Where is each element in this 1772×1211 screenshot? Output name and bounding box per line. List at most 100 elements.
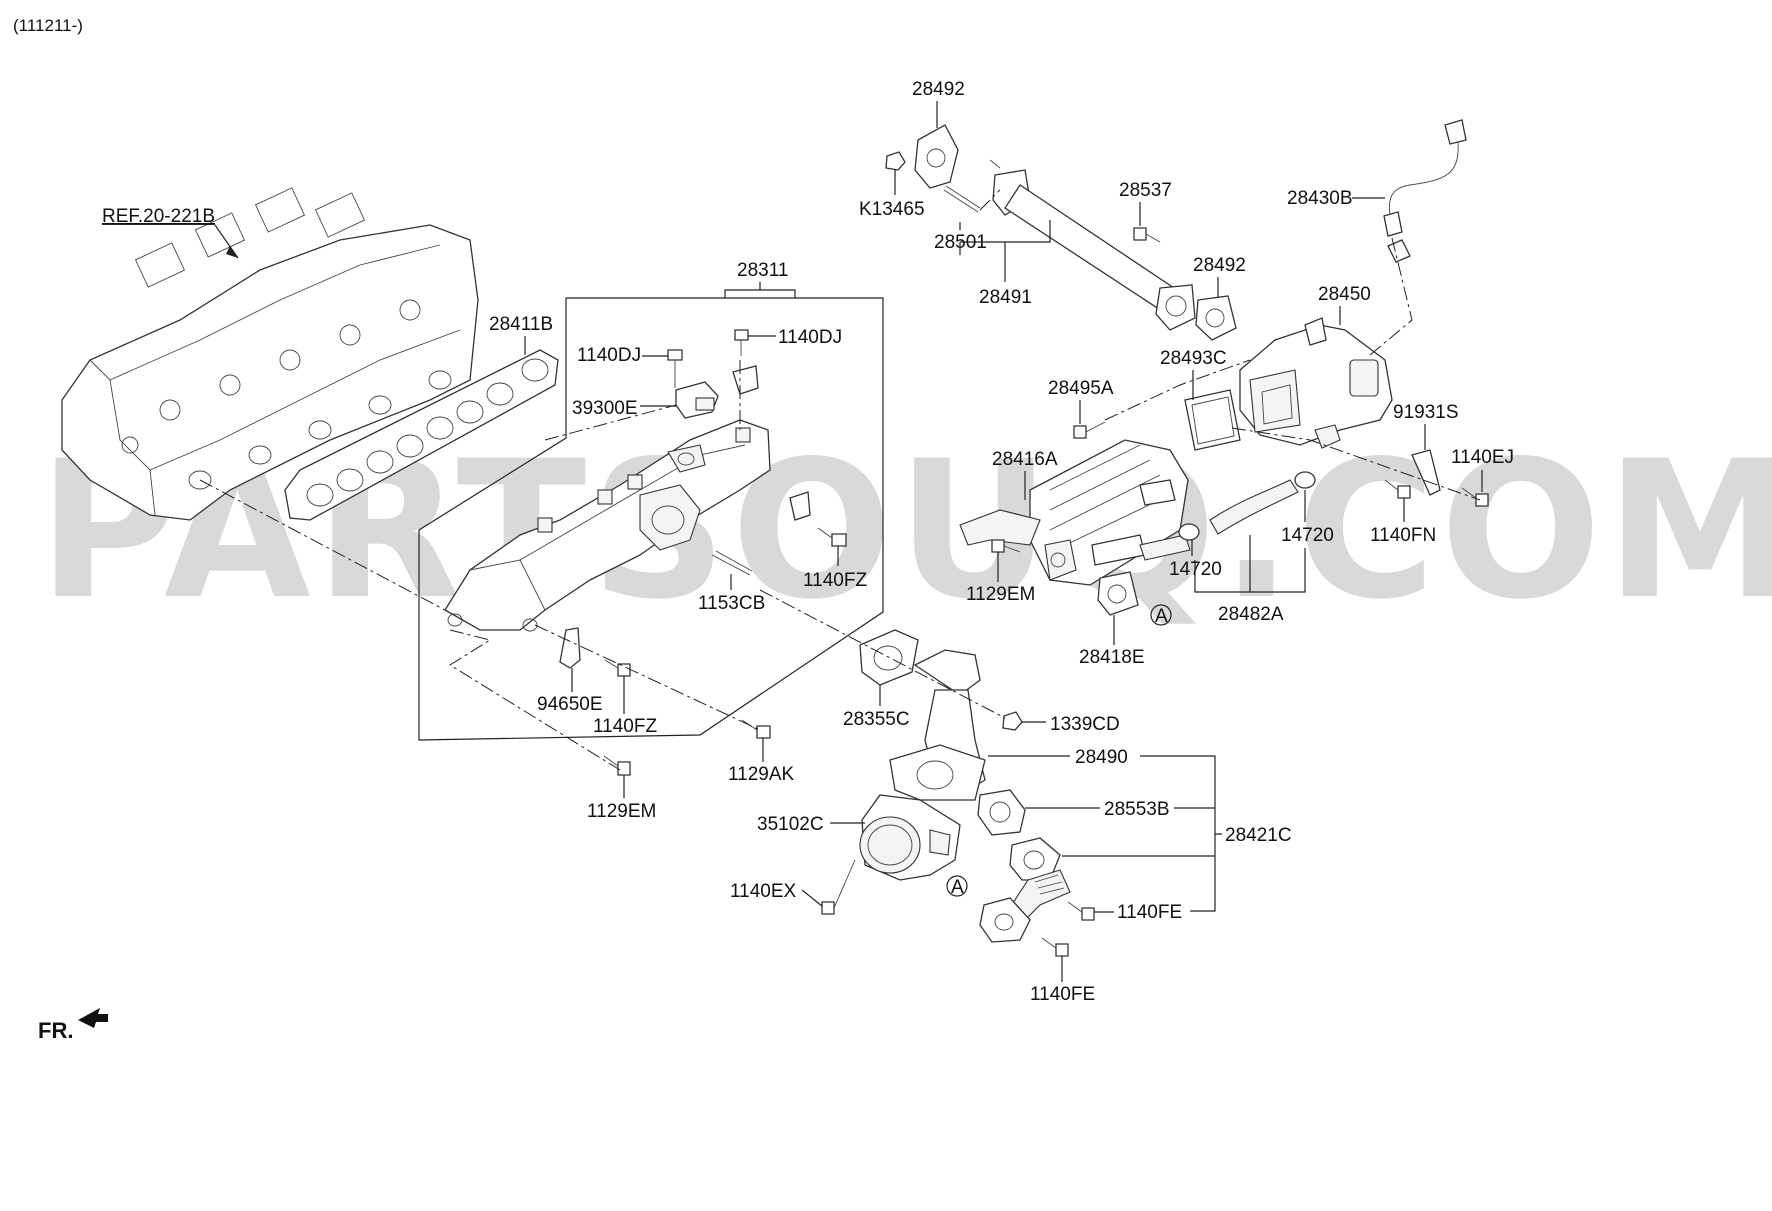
exhaust-manifold-drawing <box>444 419 771 632</box>
throttle-body-35102C <box>859 794 961 881</box>
nut-K13465 <box>885 151 906 171</box>
stud-1153CB <box>711 550 753 576</box>
callout-1140FE-lower: 1140FE <box>1030 984 1095 1005</box>
callout-1129AK: 1129AK <box>728 764 795 785</box>
bolt-1140FZ-lower <box>604 659 631 677</box>
assembly-line-manifold-left <box>449 629 621 771</box>
callout-28450: 28450 <box>1318 284 1371 305</box>
callout-1140DJ-left: 1140DJ <box>577 345 641 366</box>
intake-gasket-28411B <box>284 349 559 521</box>
callout-28311: 28311 <box>737 260 788 281</box>
cooler-dash-line <box>1104 359 1251 421</box>
sensor-harness-28430B <box>1383 119 1467 263</box>
callout-28495A: 28495A <box>1048 378 1114 399</box>
callout-39300E: 39300E <box>572 398 638 419</box>
gasket-28492-mid <box>1195 295 1237 341</box>
assembly-line-manifold-right <box>534 624 761 731</box>
marker-a-lower <box>946 875 968 897</box>
callout-1140DJ-right: 1140DJ <box>778 327 842 348</box>
callout-28421C: 28421C <box>1225 825 1292 846</box>
sensor-39300E <box>675 381 719 419</box>
assembly-line-stud <box>979 189 1001 211</box>
callout-28411B: 28411B <box>489 314 553 335</box>
callout-1140FZ-upper: 1140FZ <box>803 570 867 591</box>
assembly-line-sensor <box>544 404 677 441</box>
callout-28482A: 28482A <box>1218 604 1284 625</box>
callout-1339CD: 1339CD <box>1050 714 1120 735</box>
reference-label: REF.20-221B <box>102 206 215 227</box>
callout-91931S: 91931S <box>1393 402 1459 423</box>
bolt-1140FN <box>1384 479 1411 499</box>
callout-28355C: 28355C <box>843 709 910 730</box>
callout-28491: 28491 <box>979 287 1032 308</box>
clamp-14720-b <box>1294 471 1316 489</box>
bolt-1140EX <box>821 859 856 915</box>
callout-1129EM-upper: 1129EM <box>966 584 1035 605</box>
bolt-28495A <box>1073 421 1106 439</box>
egr-pipe-28490 <box>889 649 986 801</box>
callout-28493C: 28493C <box>1160 348 1227 369</box>
callout-28430B: 28430B <box>1287 188 1353 209</box>
egr-pipe-28491 <box>989 159 1196 331</box>
bolt-28537 <box>1133 227 1161 243</box>
callout-28490: 28490 <box>1075 747 1128 768</box>
gasket-28418E <box>1097 571 1139 616</box>
callout-28416A: 28416A <box>992 449 1058 470</box>
gasket-28492-top <box>914 124 959 189</box>
bolt-1140FE-lower <box>1041 937 1069 957</box>
bolt-1129EM-lower <box>603 755 631 776</box>
bracket-94650E <box>559 627 581 669</box>
bolt-1140FZ-upper <box>817 527 847 547</box>
header-code: (111211-) <box>13 16 83 35</box>
callout-1140EJ: 1140EJ <box>1451 447 1514 468</box>
marker-a-upper <box>1150 604 1172 626</box>
bracket-1140DJ <box>732 365 759 395</box>
bracket-1140FZ <box>789 491 811 521</box>
callout-1140FN: 1140FN <box>1370 525 1436 546</box>
callout-1140EX: 1140EX <box>730 881 797 902</box>
callout-94650E: 94650E <box>537 694 603 715</box>
callout-35102C: 35102C <box>757 814 824 835</box>
hose-28482A <box>1139 479 1299 561</box>
front-marker-label: FR. <box>38 1018 73 1043</box>
callout-1140FE-upper: 1140FE <box>1117 902 1182 923</box>
cylinder-head-drawing <box>61 187 479 521</box>
callout-28553B: 28553B <box>1104 799 1170 820</box>
clamp-14720-a <box>1178 523 1200 541</box>
bolt-1129AK <box>741 719 771 739</box>
bracket-28421C <box>1062 755 1222 912</box>
callout-a-upper: A <box>1155 606 1168 627</box>
bolt-1140EJ <box>1461 487 1489 507</box>
bolt-1140FE-upper <box>1067 901 1095 921</box>
callout-14720-b: 14720 <box>1281 525 1334 546</box>
group-28311-outline <box>418 297 884 741</box>
bolt-1140DJ-right <box>734 329 749 356</box>
gasket-28493C <box>1184 389 1241 451</box>
bracket-28482A <box>1194 535 1306 593</box>
pipe-28421C <box>979 837 1071 943</box>
bolt-1129EM-upper <box>991 539 1021 553</box>
gasket-28553B <box>977 789 1026 836</box>
group-28311-bracket <box>724 282 796 298</box>
egr-valve-28450 <box>1239 317 1393 449</box>
front-arrow-icon <box>78 1008 108 1028</box>
callout-a-lower: A <box>951 877 964 898</box>
callout-1129EM-lower: 1129EM <box>587 801 656 822</box>
callout-1140FZ-lower: 1140FZ <box>593 716 657 737</box>
bracket-28491 <box>959 220 1051 282</box>
sensor-dash-line <box>1369 237 1413 356</box>
bolt-1140DJ-left <box>667 349 683 388</box>
callout-28537: 28537 <box>1119 180 1172 201</box>
valve-dash-line <box>1231 427 1481 501</box>
nut-1339CD <box>1002 711 1023 731</box>
callout-K13465: K13465 <box>859 199 925 220</box>
assembly-line-head <box>199 479 446 611</box>
reference-arrow <box>226 246 238 258</box>
callout-28418E: 28418E <box>1079 647 1145 668</box>
callout-28492-top: 28492 <box>912 79 965 100</box>
stud-28501 <box>943 185 981 213</box>
callout-28492-mid: 28492 <box>1193 255 1246 276</box>
callout-1153CB: 1153CB <box>698 593 765 614</box>
leader-1140EX <box>801 889 823 907</box>
